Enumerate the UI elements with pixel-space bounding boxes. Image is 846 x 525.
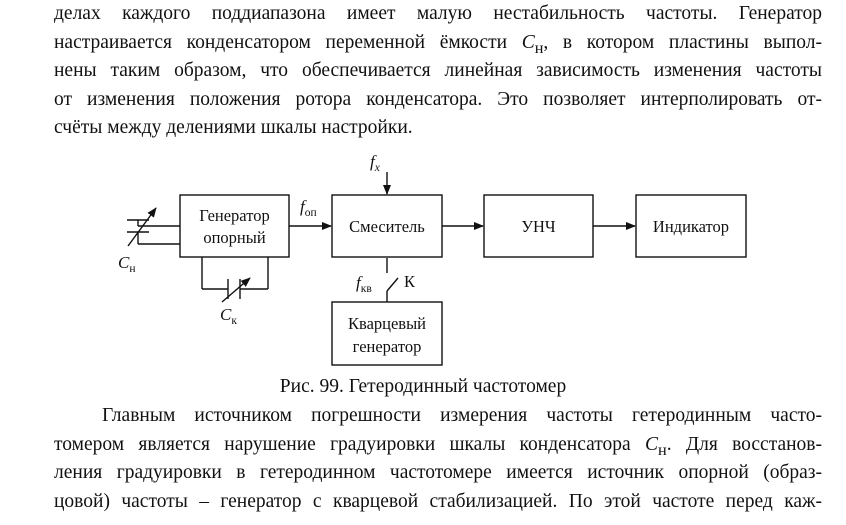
text-line: делах каждого поддиапазона имеет малую н…	[54, 3, 822, 24]
indicator-box	[635, 194, 747, 258]
text-line: нены таким образом, что обеспечивается л…	[54, 60, 822, 82]
cn-label: Cн	[118, 253, 136, 275]
quartz-label-1: Кварцевый	[348, 314, 426, 333]
text-line: Главным источником погрешности измерения…	[102, 405, 822, 426]
paragraph-bottom: Главным источником погрешности измерения…	[54, 402, 822, 516]
ref-generator-label-2: опорный	[203, 228, 265, 247]
ck-label: Cк	[220, 305, 237, 327]
paragraph-top: делах каждого поддиапазона имеет малую н…	[54, 0, 822, 143]
mixer-label: Смеситель	[349, 217, 425, 236]
text-line: цовой) частоты – генератор с кварцевой с…	[54, 490, 822, 512]
capacitor-cn-symbol	[127, 207, 180, 247]
ref-generator-label-1: Генератор	[199, 206, 269, 225]
quartz-label-2: генератор	[353, 337, 422, 356]
amplifier-box	[483, 194, 594, 258]
figure-caption: Рис. 99. Гетеродинный частотомер	[279, 376, 567, 397]
fkv-label: fкв	[356, 273, 372, 295]
ref-generator-box	[179, 194, 290, 258]
quartz-generator-box	[331, 301, 443, 366]
indicator-label: Индикатор	[653, 217, 729, 236]
text-line: ления градуировки в гетеродинном частото…	[54, 462, 822, 484]
amplifier-label: УНЧ	[521, 217, 556, 236]
fop-label: fоп	[300, 197, 317, 219]
fx-label: fx	[370, 152, 381, 174]
text-line: настраивается конденсатором переменной ё…	[54, 31, 822, 57]
mixer-box	[331, 194, 443, 258]
capacitor-ck-symbol	[201, 257, 269, 303]
text-line: томером является нарушение градуировки ш…	[54, 433, 822, 459]
text-line: счёты между делениями шкалы настройки.	[54, 117, 413, 139]
switch-k-label: К	[404, 272, 416, 291]
switch-k	[386, 277, 399, 292]
text-line: от изменения положения ротора конденсато…	[54, 88, 822, 110]
